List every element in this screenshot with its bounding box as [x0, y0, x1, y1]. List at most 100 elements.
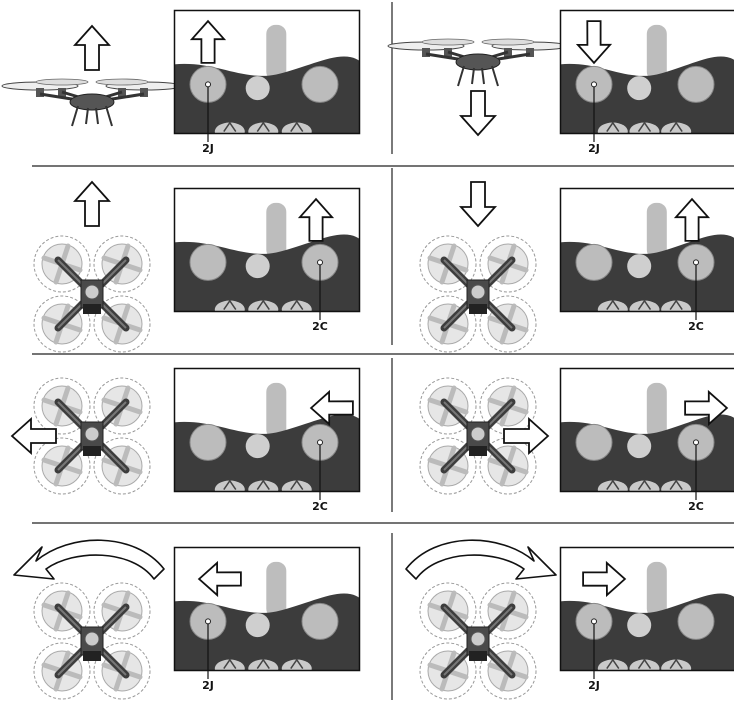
motor [526, 48, 534, 57]
button-mark [290, 299, 304, 310]
drone-arm [425, 50, 531, 62]
stick-label: 2J [588, 679, 600, 692]
drone-battery [469, 304, 487, 314]
d-pad-button [629, 659, 660, 671]
rotor-guard [93, 582, 151, 640]
drone-top-view [419, 377, 537, 495]
rotor-guard [479, 235, 537, 293]
d-pad-button [597, 122, 628, 134]
drone-battery [83, 446, 101, 456]
rotor-guard [419, 235, 477, 293]
rotor-guard [419, 582, 477, 640]
controller-image [174, 24, 360, 134]
rotor-blade [35, 78, 89, 86]
d-pad-button [214, 659, 245, 671]
controller-direction-arrow [297, 197, 335, 242]
rotor-guard [93, 295, 151, 353]
d-pad-button [248, 480, 279, 492]
stick-label: 2C [688, 500, 704, 513]
controller-antenna [646, 24, 667, 81]
drone-side-view [1, 78, 183, 127]
button-mark [290, 658, 304, 669]
button-mark [606, 299, 620, 310]
drone-direction-arrow [458, 181, 498, 228]
right-stick [301, 602, 339, 640]
controller-antenna [266, 382, 287, 439]
drone-direction-arrow [503, 416, 550, 456]
arrow-shape [309, 389, 354, 427]
left-stick [575, 423, 613, 461]
rotor-guard [93, 437, 151, 495]
controller-frame [559, 546, 734, 672]
drone-top-view [419, 235, 537, 353]
controller-box [173, 9, 361, 135]
arrow-shape [503, 416, 550, 456]
controller-image [560, 202, 734, 312]
left-stick [189, 423, 227, 461]
drone-direction-arrow [72, 180, 112, 227]
drone-battery [469, 651, 487, 661]
d-pad-button [281, 480, 312, 492]
arrow-shape [72, 180, 112, 227]
button-mark [669, 121, 683, 132]
controller-box [173, 187, 361, 313]
button-mark [606, 479, 620, 490]
d-pad-button [281, 300, 312, 312]
arrow-shape [458, 90, 498, 137]
controller-antenna [646, 382, 667, 439]
drone-top-view [33, 582, 151, 700]
controller-frame [173, 187, 361, 313]
drone-camera [84, 631, 100, 647]
d-pad-button [214, 122, 245, 134]
controller-antenna [266, 561, 287, 618]
stick-marker [693, 439, 699, 446]
controller-box [559, 9, 734, 135]
control-panel: 2J [1, 9, 361, 155]
rotor-guard [93, 377, 151, 435]
d-pad-button [281, 659, 312, 671]
control-panel: 2J [387, 9, 734, 155]
stick-label: 2J [202, 142, 214, 155]
rotor-guard [419, 295, 477, 353]
center-button [245, 434, 270, 459]
rotor-blade [95, 78, 149, 86]
d-pad-button [661, 480, 692, 492]
drone-battery [83, 304, 101, 314]
drone-direction-arrow [10, 416, 57, 456]
motor [36, 88, 44, 97]
right-stick [677, 602, 715, 640]
controller-frame [559, 9, 734, 135]
left-stick [189, 243, 227, 281]
controller-image [174, 382, 360, 492]
control-panel: 2C [33, 180, 361, 353]
right-stick [677, 65, 715, 103]
drone-camera [470, 284, 486, 300]
controller-box [559, 187, 734, 313]
rotor-guard [33, 377, 91, 435]
d-pad-button [629, 480, 660, 492]
rotor-guard [479, 295, 537, 353]
landing-gear [457, 65, 499, 87]
center-button [627, 254, 652, 279]
center-button [627, 434, 652, 459]
center-button [245, 254, 270, 279]
drone-camera [84, 284, 100, 300]
center-button [627, 76, 652, 101]
stick-label: 2J [588, 142, 600, 155]
drone-direction-arrow [458, 90, 498, 137]
button-mark [223, 299, 237, 310]
controller-antenna [266, 202, 287, 259]
drone-camera [84, 426, 100, 442]
stick-marker [591, 81, 597, 88]
rotate-arrow-shape [13, 539, 165, 580]
stick-label: 2C [312, 320, 328, 333]
controller-direction-arrow [673, 197, 711, 242]
drone-camera [470, 426, 486, 442]
controller-image [174, 202, 360, 312]
rotor-guard [419, 437, 477, 495]
button-mark [606, 121, 620, 132]
controller-box [173, 546, 361, 672]
rotor-guard [33, 582, 91, 640]
stick-marker [591, 618, 597, 625]
